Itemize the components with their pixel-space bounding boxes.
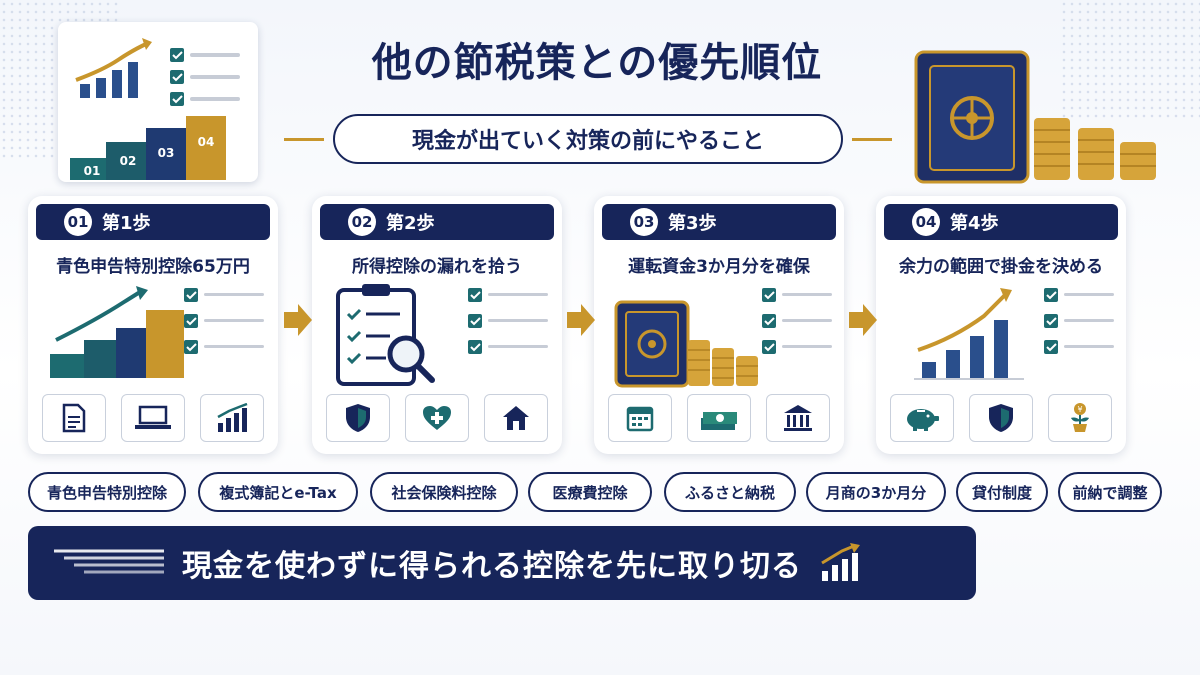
checklist-icon [170, 48, 240, 106]
step-desc-4: 余力の範囲で掛金を決める [899, 257, 1103, 277]
checklist-icon [184, 288, 264, 354]
bank-icon [766, 394, 830, 442]
step-header-4: 04 第4歩 [884, 204, 1118, 240]
shield-icon [969, 394, 1033, 442]
step-header-3: 03 第3歩 [602, 204, 836, 240]
step-card-1: 01 第1歩 青色申告特別控除65万円 [28, 196, 278, 454]
step-icons-2 [326, 394, 548, 442]
checklist-icon [468, 288, 548, 354]
page-title: 他の節税策との優先順位 [371, 40, 823, 86]
calendar-icon [608, 394, 672, 442]
hero-card: 01 02 03 04 [58, 22, 258, 182]
hero-illustration: 01 02 03 04 [70, 38, 240, 180]
subtitle-line-left [284, 138, 324, 141]
clipboard-magnifier-icon [336, 284, 435, 386]
heart-plus-icon [405, 394, 469, 442]
tag-7: 貸付制度 [956, 472, 1048, 512]
hero-block-04: 04 [198, 135, 215, 149]
step-header-1: 01 第1歩 [36, 204, 270, 240]
step-illustration-1 [50, 286, 264, 378]
step-label-2: 第2歩 [386, 213, 435, 234]
safe-coins-illustration [914, 50, 1156, 184]
step-blocks-icon [70, 116, 226, 180]
step-number-2: 02 [348, 208, 376, 236]
step-card-2: 02 第2歩 所得控除の漏れを拾う [312, 196, 562, 454]
tag-5: ふるさと納税 [664, 472, 796, 512]
tag-8: 前納で調整 [1058, 472, 1162, 512]
document-icon [42, 394, 106, 442]
keyword-tags: 青色申告特別控除 複式簿記とe-Tax 社会保険料控除 医療費控除 ふるさと納税… [28, 472, 1168, 512]
step-desc-1: 青色申告特別控除65万円 [56, 257, 250, 277]
step-icons-3 [608, 394, 830, 442]
conclusion-banner: 現金を使わずに得られる控除を先に取り切る [28, 526, 976, 600]
step-illustration-2 [336, 284, 548, 386]
hero-block-02: 02 [120, 154, 137, 168]
tag-2: 複式簿記とe-Tax [198, 472, 358, 512]
growth-chart-icon [821, 543, 860, 581]
decor-dots-right [1060, 0, 1200, 120]
shield-icon [326, 394, 390, 442]
step-number-3: 03 [630, 208, 658, 236]
tag-6: 月商の3か月分 [806, 472, 946, 512]
growth-steps-icon [50, 286, 184, 378]
speed-lines-icon [54, 549, 164, 574]
piggy-bank-icon [890, 394, 954, 442]
bar-chart-icon [200, 394, 264, 442]
step-illustration-3 [614, 288, 832, 388]
step-label-3: 第3歩 [668, 213, 717, 234]
banner-text: 現金を使わずに得られる控除を先に取り切る [182, 549, 802, 584]
hero-block-03: 03 [158, 146, 175, 160]
step-desc-3: 運転資金3か月分を確保 [628, 257, 810, 277]
tag-3: 社会保険料控除 [370, 472, 518, 512]
arrow-right-icon [284, 304, 312, 336]
laptop-icon [121, 394, 185, 442]
step-icons-4: ¥ [890, 394, 1112, 442]
house-icon [484, 394, 548, 442]
checklist-icon [1044, 288, 1114, 354]
step-label-1: 第1歩 [102, 213, 151, 234]
subtitle-line-right [852, 138, 892, 141]
arrow-right-icon [567, 304, 595, 336]
step-number-1: 01 [64, 208, 92, 236]
svg-text:¥: ¥ [1077, 405, 1082, 414]
growth-chart-icon [75, 38, 152, 98]
coin-stack-icon [688, 340, 758, 386]
checklist-icon [762, 288, 832, 354]
step-icons-1 [42, 394, 264, 442]
step-label-4: 第4歩 [950, 213, 999, 234]
arrow-right-icon [849, 304, 877, 336]
step-card-4: 04 第4歩 余力の範囲で掛金を決める ¥ [876, 196, 1126, 454]
hero-block-01: 01 [84, 164, 101, 178]
safe-icon [614, 300, 690, 388]
tag-4: 医療費控除 [528, 472, 652, 512]
cash-stack-icon [687, 394, 751, 442]
step-desc-2: 所得控除の漏れを拾う [352, 257, 522, 277]
step-illustration-4 [914, 288, 1114, 380]
growth-chart-icon [914, 288, 1024, 380]
step-number-4: 04 [912, 208, 940, 236]
coin-stack-icon [1034, 118, 1156, 180]
step-card-3: 03 第3歩 運転資金3か月分を確保 [594, 196, 844, 454]
plant-yen-icon: ¥ [1048, 394, 1112, 442]
subtitle-pill: 現金が出ていく対策の前にやること [333, 114, 843, 164]
step-header-2: 02 第2歩 [320, 204, 554, 240]
tag-1: 青色申告特別控除 [28, 472, 186, 512]
safe-icon [914, 50, 1030, 184]
